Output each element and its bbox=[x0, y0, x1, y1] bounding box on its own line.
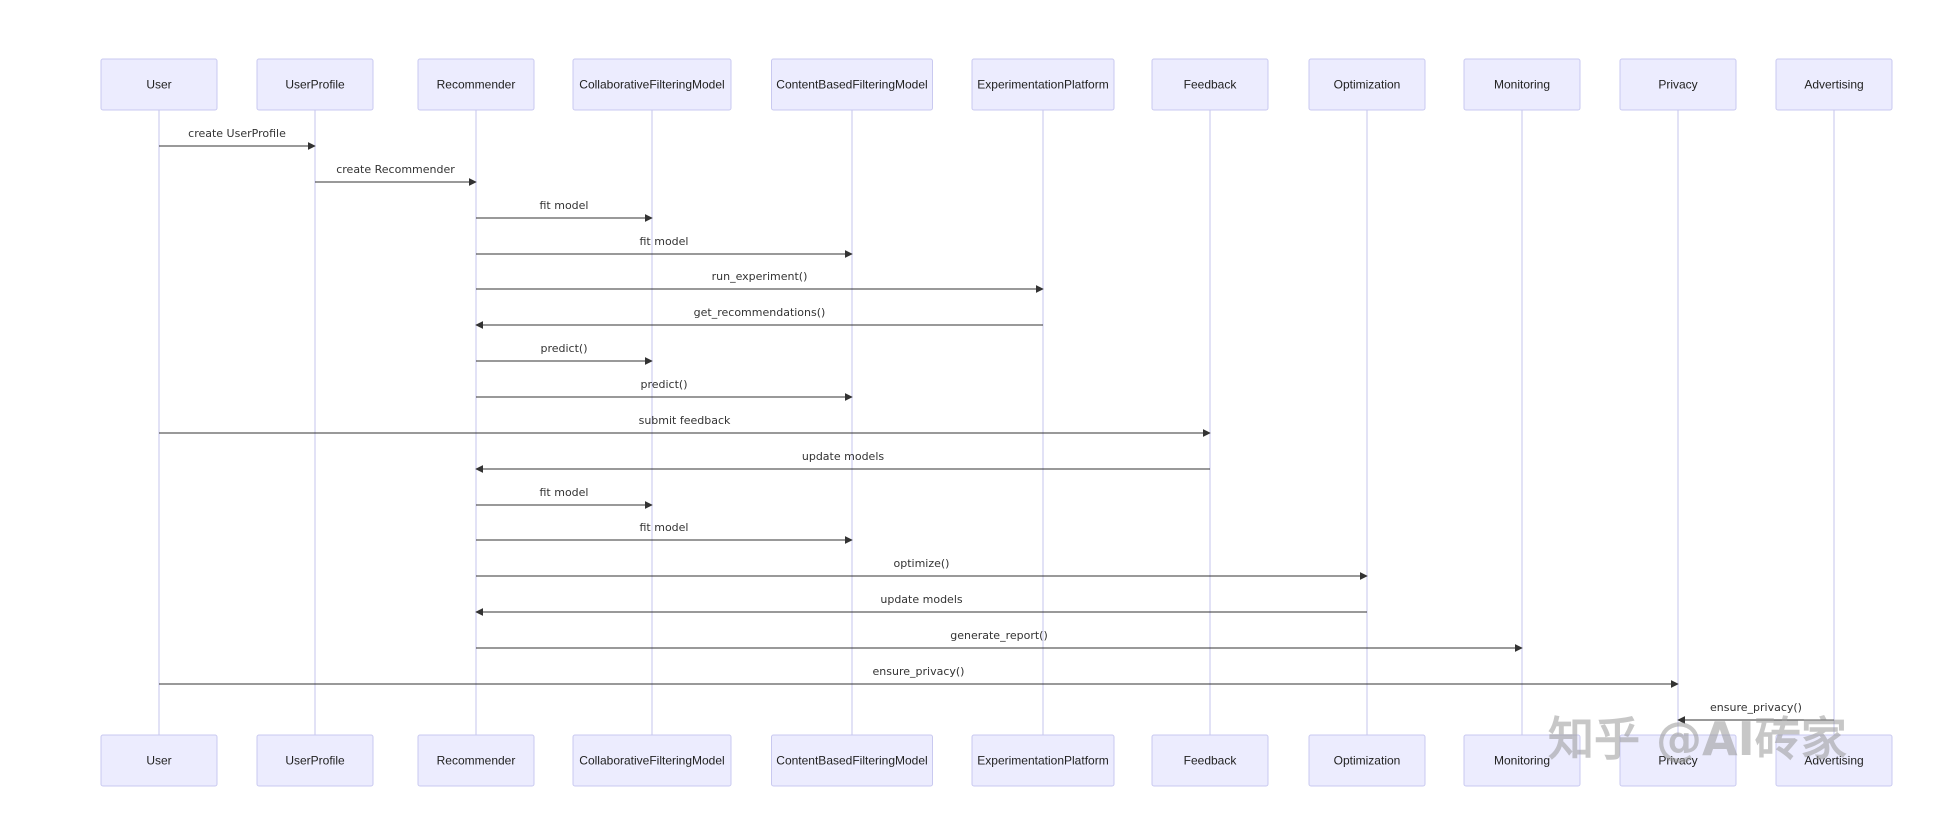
participant-label-user-bottom: User bbox=[146, 754, 171, 768]
message-label-14: generate_report() bbox=[950, 629, 1048, 642]
participant-label-userprofile-bottom: UserProfile bbox=[285, 754, 345, 768]
participant-box-cbmodel-bottom bbox=[771, 734, 933, 787]
message-label-7: predict() bbox=[640, 378, 687, 391]
participant-label-advertising-bottom: Advertising bbox=[1804, 754, 1863, 768]
message-label-4: run_experiment() bbox=[712, 270, 808, 283]
participant-label-feedback-top: Feedback bbox=[1184, 78, 1238, 92]
participant-box-feedback-top bbox=[1151, 58, 1269, 111]
participant-box-cbmodel-top bbox=[771, 58, 933, 111]
participant-box-monitoring-bottom bbox=[1463, 734, 1581, 787]
participants-bottom: User UserProfile Recommender CollaborativeF… bbox=[100, 734, 1893, 787]
participant-label-feedback-bottom: Feedback bbox=[1184, 754, 1238, 768]
participant-label-cbmodel-bottom: ContentBasedFilteringModel bbox=[776, 754, 927, 768]
participant-box-userprofile-top bbox=[256, 58, 374, 111]
watermark: 知乎 @AI砖家 bbox=[1548, 712, 1847, 766]
participant-label-monitoring-bottom: Monitoring bbox=[1494, 754, 1550, 768]
message-label-12: optimize() bbox=[894, 557, 950, 570]
participant-label-privacy-top: Privacy bbox=[1658, 78, 1697, 92]
participant-box-feedback-bottom bbox=[1151, 734, 1269, 787]
message-label-8: submit feedback bbox=[639, 414, 731, 427]
message-label-10: fit model bbox=[540, 486, 589, 499]
lifelines bbox=[158, 110, 1835, 735]
participant-label-cbmodel-top: ContentBasedFilteringModel bbox=[776, 78, 927, 92]
participant-label-advertising-top: Advertising bbox=[1804, 78, 1863, 92]
message-label-11: fit model bbox=[640, 521, 689, 534]
participant-box-optimization-bottom bbox=[1308, 734, 1426, 787]
message-label-1: create Recommender bbox=[336, 163, 455, 176]
message-label-15: ensure_privacy() bbox=[873, 665, 965, 678]
participant-label-cfmodel-bottom: CollaborativeFilteringModel bbox=[579, 754, 724, 768]
participant-box-user-top bbox=[100, 58, 218, 111]
participant-box-exp-bottom bbox=[971, 734, 1115, 787]
message-label-5: get_recommendations() bbox=[694, 306, 826, 319]
participant-box-user-bottom bbox=[100, 734, 218, 787]
participant-box-monitoring-top bbox=[1463, 58, 1581, 111]
participant-box-privacy-top bbox=[1619, 58, 1737, 111]
message-label-0: create UserProfile bbox=[188, 127, 286, 140]
participant-label-userprofile-top: UserProfile bbox=[285, 78, 345, 92]
participant-box-exp-top bbox=[971, 58, 1115, 111]
participant-box-advertising-top bbox=[1775, 58, 1893, 111]
participant-label-optimization-top: Optimization bbox=[1334, 78, 1401, 92]
participant-label-user-top: User bbox=[146, 78, 171, 92]
message-label-3: fit model bbox=[640, 235, 689, 248]
participant-box-userprofile-bottom bbox=[256, 734, 374, 787]
participant-label-exp-bottom: ExperimentationPlatform bbox=[977, 754, 1108, 768]
participant-label-cfmodel-top: CollaborativeFilteringModel bbox=[579, 78, 724, 92]
participant-box-optimization-top bbox=[1308, 58, 1426, 111]
message-label-16: ensure_privacy() bbox=[1710, 701, 1802, 714]
message-label-13: update models bbox=[880, 593, 963, 606]
participant-label-optimization-bottom: Optimization bbox=[1334, 754, 1401, 768]
participant-box-recommender-top bbox=[417, 58, 535, 111]
participant-label-recommender-bottom: Recommender bbox=[437, 754, 516, 768]
participant-box-advertising-bottom bbox=[1775, 734, 1893, 787]
message-label-6: predict() bbox=[540, 342, 587, 355]
participant-label-exp-top: ExperimentationPlatform bbox=[977, 78, 1108, 92]
participant-box-recommender-bottom bbox=[417, 734, 535, 787]
message-label-9: update models bbox=[802, 450, 885, 463]
participant-label-monitoring-top: Monitoring bbox=[1494, 78, 1550, 92]
participant-label-privacy-bottom: Privacy bbox=[1658, 754, 1697, 768]
messages: create UserProfile create Recommender fit … bbox=[159, 127, 1834, 724]
participant-box-cfmodel-bottom bbox=[572, 734, 732, 787]
participant-box-privacy-bottom bbox=[1619, 734, 1737, 787]
participant-box-cfmodel-top bbox=[572, 58, 732, 111]
participant-label-recommender-top: Recommender bbox=[437, 78, 516, 92]
participants-top: User UserProfile Recommender CollaborativeF… bbox=[100, 58, 1893, 111]
message-label-2: fit model bbox=[540, 199, 589, 212]
